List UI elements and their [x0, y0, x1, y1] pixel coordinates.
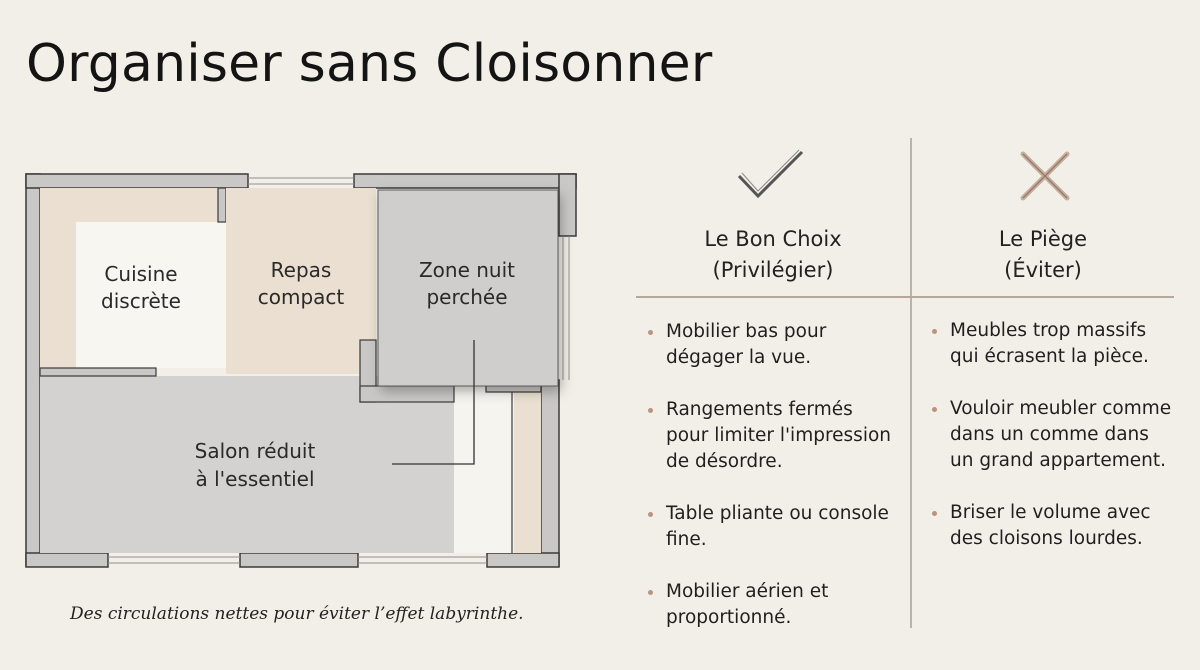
good-heading-line1: Le Bon Choix — [704, 227, 842, 251]
label-nuit-2: perchée — [426, 285, 507, 309]
list-item: Meubles trop massifs qui écrasent la piè… — [932, 318, 1172, 370]
label-nuit-1: Zone nuit — [419, 258, 515, 282]
label-salon-1: Salon réduit — [195, 439, 316, 463]
kitchen-inner — [76, 222, 226, 368]
checkmark-icon — [737, 149, 804, 199]
label-salon-2: à l'essentiel — [195, 467, 314, 491]
sleeping-zone — [377, 189, 559, 387]
plan-caption: Des circulations nettes pour éviter l’ef… — [70, 604, 524, 624]
trap-heading: Le Piège (Éviter) — [912, 224, 1174, 286]
list-item: Rangements fermés pour limiter l'impress… — [648, 397, 900, 475]
bad-heading-line1: Le Piège — [998, 227, 1088, 251]
list-item: Mobilier aérien et proportionné. — [648, 579, 900, 631]
connector-line — [392, 340, 475, 465]
column-divider — [910, 138, 912, 628]
good-heading-line2: (Privilégier) — [712, 258, 834, 282]
dining-zone — [226, 188, 376, 374]
list-item: Table pliante ou console fine. — [648, 501, 900, 553]
cross-icon — [1020, 151, 1070, 201]
label-cuisine-1: Cuisine — [104, 262, 177, 286]
good-choice-heading: Le Bon Choix (Privilégier) — [636, 224, 910, 286]
good-choice-list: Mobilier bas pour dégager la vue. Rangem… — [648, 319, 900, 657]
floor-plan: Cuisine discrète Repas compact Zone nuit… — [25, 173, 577, 568]
salon-zone — [40, 376, 454, 553]
windows — [108, 177, 570, 564]
list-item: Vouloir meubler comme dans un comme dans… — [932, 396, 1172, 474]
trap-list: Meubles trop massifs qui écrasent la piè… — [932, 318, 1172, 578]
label-cuisine-2: discrète — [101, 289, 181, 313]
bad-heading-line2: (Éviter) — [1004, 258, 1082, 282]
list-item: Mobilier bas pour dégager la vue. — [648, 319, 900, 371]
list-item: Briser le volume avec des cloisons lourd… — [932, 500, 1172, 552]
kitchen-zone — [40, 188, 218, 368]
page-title: Organiser sans Cloisonner — [26, 34, 713, 94]
header-divider — [636, 296, 1174, 298]
label-repas-2: compact — [258, 285, 345, 309]
label-repas-1: Repas — [271, 258, 332, 282]
